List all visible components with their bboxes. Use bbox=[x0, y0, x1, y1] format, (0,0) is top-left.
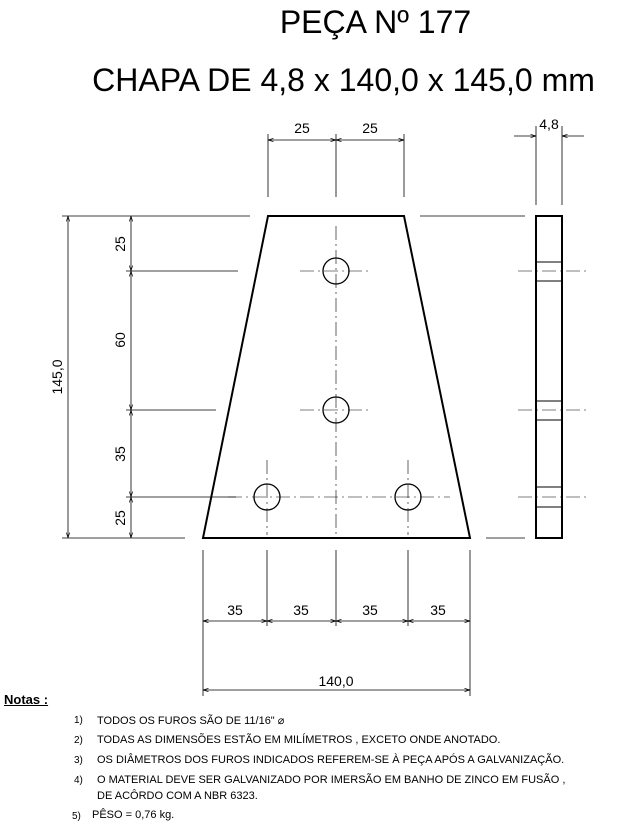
note-3-text: OS DIÂMETROS DOS FUROS INDICADOS REFEREM… bbox=[97, 754, 565, 766]
dim-v2: 60 bbox=[112, 332, 128, 348]
dim-b1: 35 bbox=[227, 602, 243, 618]
note-4-number: 4) bbox=[74, 775, 83, 786]
note-3-number: 3) bbox=[74, 755, 83, 766]
dim-overall-width: 140,0 bbox=[318, 673, 353, 689]
extension-lines bbox=[62, 126, 563, 696]
dim-thickness: 4,8 bbox=[539, 116, 559, 132]
plate-outline bbox=[201, 215, 472, 539]
note-1-number: 1) bbox=[74, 715, 83, 726]
dimension-lines bbox=[68, 136, 584, 690]
dim-b2: 35 bbox=[293, 602, 309, 618]
dim-top-left: 25 bbox=[294, 120, 310, 136]
note-1-text: TODOS OS FUROS SÃO DE 11/16" ⌀ bbox=[97, 715, 285, 727]
dim-overall-height: 145,0 bbox=[49, 359, 65, 394]
note-2-text: TODAS AS DIMENSÕES ESTÃO EM MILÍMETROS ,… bbox=[97, 734, 501, 746]
side-view bbox=[535, 215, 563, 539]
note-5-text: PÊSO = 0,76 kg. bbox=[92, 809, 175, 821]
note-4-text-continued: DE ACÔRDO COM A NBR 6323. bbox=[97, 790, 258, 802]
part-title: PEÇA Nº 177 bbox=[279, 4, 472, 40]
note-2-number: 2) bbox=[74, 735, 83, 746]
dim-top-right: 25 bbox=[362, 120, 378, 136]
dim-v4: 25 bbox=[112, 510, 128, 526]
dim-b3: 35 bbox=[362, 602, 378, 618]
note-4-text: O MATERIAL DEVE SER GALVANIZADO POR IMER… bbox=[97, 774, 566, 786]
dim-v3: 35 bbox=[112, 446, 128, 462]
center-lines bbox=[228, 226, 586, 535]
plate-description: CHAPA DE 4,8 x 140,0 x 145,0 mm bbox=[92, 62, 595, 98]
dim-v1: 25 bbox=[112, 236, 128, 252]
notes-heading: Notas : bbox=[4, 692, 49, 707]
note-5-number: 5) bbox=[72, 811, 81, 822]
dim-b4: 35 bbox=[430, 602, 446, 618]
